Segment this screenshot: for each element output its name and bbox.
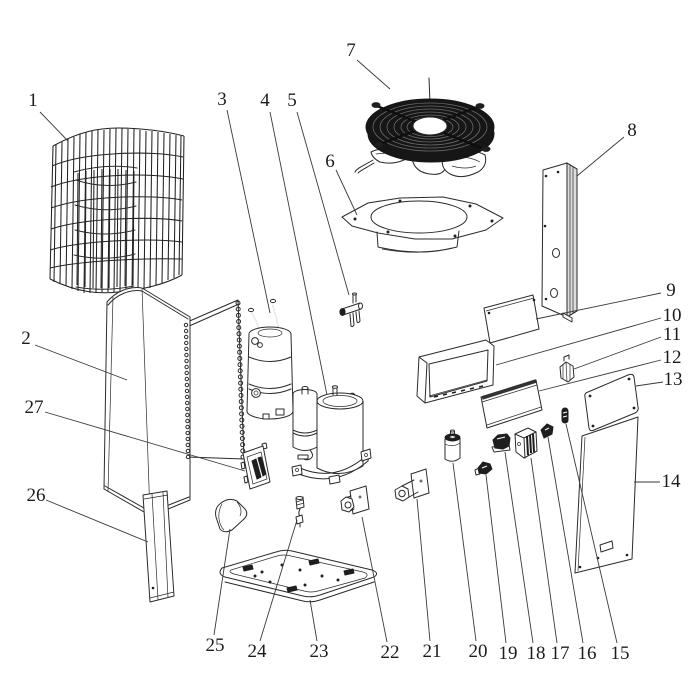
part-pipe-connector <box>341 486 369 514</box>
part-leader-11 <box>574 337 661 369</box>
part-leader-6 <box>336 170 357 215</box>
part-leader-27 <box>45 412 245 471</box>
part-rear-corner-panel <box>542 163 577 322</box>
part-label-5: 5 <box>287 90 297 111</box>
part-label-16: 16 <box>578 643 597 664</box>
part-leader-5 <box>297 112 349 295</box>
part-leader-1 <box>40 112 68 141</box>
part-leader-20 <box>453 463 476 641</box>
part-mounting-clip <box>475 462 492 475</box>
part-label-21: 21 <box>423 641 442 662</box>
part-leader-16 <box>548 437 583 643</box>
part-wire-clip <box>562 408 568 423</box>
part-temperature-sensor <box>296 497 304 528</box>
part-terminal-block <box>515 428 537 458</box>
part-axial-fan <box>355 78 494 177</box>
part-leader-22 <box>362 517 387 642</box>
part-drain-elbow <box>216 499 247 531</box>
part-front-panel <box>575 417 638 573</box>
part-leader-4 <box>270 112 327 395</box>
part-label-24: 24 <box>248 641 268 662</box>
part-label-1: 1 <box>28 90 38 111</box>
part-solenoid-valve <box>560 355 574 382</box>
part-compressor-assembly <box>247 299 293 419</box>
part-label-26: 26 <box>27 485 46 506</box>
part-label-20: 20 <box>469 641 488 662</box>
part-leader-18 <box>505 452 533 643</box>
part-label-27: 27 <box>25 397 44 418</box>
part-leader-12 <box>539 360 661 391</box>
part-electrical-box <box>417 340 494 403</box>
part-label-19: 19 <box>499 643 518 664</box>
part-label-3: 3 <box>217 89 227 110</box>
part-label-15: 15 <box>611 643 630 664</box>
part-fan-orifice-panel <box>342 197 503 252</box>
part-access-panel <box>585 374 638 430</box>
part-leader-25 <box>214 529 230 635</box>
part-insulation-sheet <box>484 295 539 343</box>
part-compressor <box>292 386 371 484</box>
part-cable-clamp <box>541 424 553 438</box>
part-cover-plate <box>481 380 542 428</box>
part-leader-2 <box>35 345 127 380</box>
part-leader-9 <box>536 293 661 319</box>
part-label-11: 11 <box>663 324 681 345</box>
part-label-13: 13 <box>664 369 683 390</box>
part-label-23: 23 <box>310 641 329 662</box>
part-label-12: 12 <box>663 347 682 368</box>
part-pipe-fitting <box>340 293 363 327</box>
part-label-6: 6 <box>325 151 335 172</box>
part-label-4: 4 <box>260 90 270 111</box>
part-leader-24 <box>260 520 297 641</box>
part-label-8: 8 <box>627 120 637 141</box>
part-capacitor <box>445 430 460 461</box>
part-leader-21 <box>417 499 430 641</box>
part-leader-8 <box>577 137 624 176</box>
part-leader-26 <box>46 500 148 542</box>
accumulator <box>293 387 317 460</box>
part-label-2: 2 <box>21 328 31 349</box>
part-label-25: 25 <box>206 635 225 656</box>
part-cabinet-side-panel <box>104 288 190 516</box>
part-valve-fitting <box>395 469 429 501</box>
part-label-14: 14 <box>662 471 682 492</box>
part-leader-7 <box>357 60 390 89</box>
part-leader-15 <box>566 424 617 643</box>
part-label-9: 9 <box>666 280 676 301</box>
part-relay <box>492 434 510 452</box>
part-corner-post <box>143 491 174 602</box>
part-label-7: 7 <box>346 40 356 61</box>
condenser-coil <box>185 300 245 459</box>
part-label-22: 22 <box>381 642 400 663</box>
part-label-18: 18 <box>527 643 546 664</box>
part-leader-13 <box>636 382 663 386</box>
part-label-10: 10 <box>663 305 682 326</box>
part-label-17: 17 <box>551 643 570 664</box>
part-leader-10 <box>496 318 661 365</box>
part-leader-17 <box>531 458 557 643</box>
part-louver-bracket <box>241 443 270 489</box>
part-leader-19 <box>486 475 506 643</box>
part-leader-3 <box>227 110 270 313</box>
part-leader-23 <box>310 600 317 641</box>
part-fan-guard-grille <box>50 128 184 293</box>
